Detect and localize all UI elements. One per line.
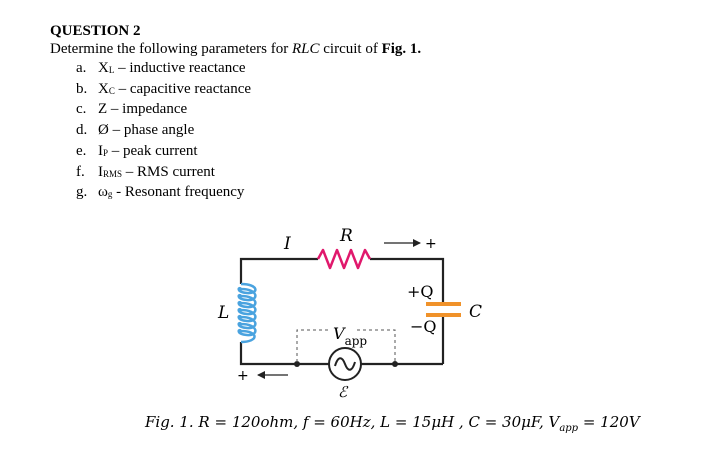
sine-wave-icon	[334, 357, 356, 371]
list-item: d. Ø – phase angle	[76, 121, 690, 142]
question-title: QUESTION 2	[50, 23, 141, 39]
wire-top-left	[239, 257, 318, 284]
item-symbol: Ø	[98, 122, 109, 139]
list-item: g. ωg - Resonant frequency	[76, 183, 690, 204]
label-minus-q: −Q	[410, 317, 437, 336]
label-capacitor-c: C	[469, 302, 482, 322]
list-item: b. XC – capacitive reactance	[76, 80, 690, 101]
label-emf: ℰ	[338, 383, 349, 401]
list-item: a. XL – inductive reactance	[76, 59, 690, 80]
item-subscript: C	[108, 85, 115, 96]
resistor	[316, 248, 372, 270]
wire-top-right	[370, 257, 445, 304]
label-plus-top: +	[425, 236, 437, 252]
item-symbol: X	[98, 80, 109, 97]
instruction-fig-ref: Fig. 1.	[381, 41, 422, 57]
item-subscript: P	[103, 147, 109, 158]
list-item: f. IRMS – RMS current	[76, 163, 690, 184]
item-subscript: L	[108, 65, 115, 75]
label-v-sub: app	[345, 334, 368, 348]
question-block: QUESTION 2 Determine the following param…	[50, 22, 690, 204]
item-letter: g.	[76, 184, 88, 201]
item-letter: a.	[76, 60, 87, 76]
item-description: – RMS current	[122, 163, 215, 180]
question-instruction: Determine the following parameters for R…	[50, 40, 690, 58]
label-v-app: Vapp	[333, 324, 367, 348]
item-description: – phase angle	[108, 122, 195, 139]
item-letter: f.	[76, 163, 85, 180]
item-letter: e.	[76, 142, 87, 159]
caption-text: Fig. 1. R = 120ohm, f = 60Hz, L = 15μH ,…	[145, 413, 560, 431]
instruction-mid: circuit of	[319, 41, 382, 57]
junction-dot-left	[294, 361, 300, 367]
label-plus-q: +Q	[407, 282, 434, 301]
instruction-rlc: RLC	[292, 41, 320, 57]
parameter-list: a. XL – inductive reactance b. XC – capaci…	[76, 59, 690, 204]
item-subscript: RMS	[103, 168, 123, 179]
item-symbol: Z	[98, 101, 108, 118]
item-description: – impedance	[107, 101, 188, 118]
item-description: – inductive reactance	[114, 60, 246, 76]
label-current-i: I	[283, 234, 291, 254]
caption-suffix: = 120V	[578, 413, 640, 431]
instruction-prefix: Determine the following parameters for	[50, 41, 292, 57]
figure-caption: Fig. 1. R = 120ohm, f = 60Hz, L = 15μH ,…	[145, 413, 640, 434]
label-inductor-l: L	[217, 303, 229, 323]
label-v: V	[333, 324, 346, 343]
caption-subscript: app	[559, 423, 579, 434]
voltage-dashed-left	[296, 329, 331, 362]
label-resistor-r: R	[339, 226, 353, 246]
item-symbol: I	[98, 142, 103, 159]
item-letter: d.	[76, 122, 88, 139]
list-item: e. IP – peak current	[76, 142, 690, 163]
item-symbol: ω	[98, 184, 108, 201]
wire-bottom-left	[239, 342, 329, 366]
item-symbol: X	[98, 60, 109, 76]
label-plus-bottom: +	[237, 368, 249, 384]
inductor	[237, 282, 257, 344]
item-description: – capacitive reactance	[114, 80, 252, 97]
item-letter: b.	[76, 80, 88, 97]
junction-dot-right	[392, 361, 398, 367]
voltage-dashed-right	[357, 329, 396, 362]
item-description: – peak current	[108, 142, 198, 159]
item-description: - Resonant frequency	[112, 184, 245, 201]
item-symbol: I	[98, 163, 103, 180]
list-item: c. Z – impedance	[76, 100, 690, 121]
item-subscript: g	[107, 189, 113, 200]
item-letter: c.	[76, 101, 87, 118]
